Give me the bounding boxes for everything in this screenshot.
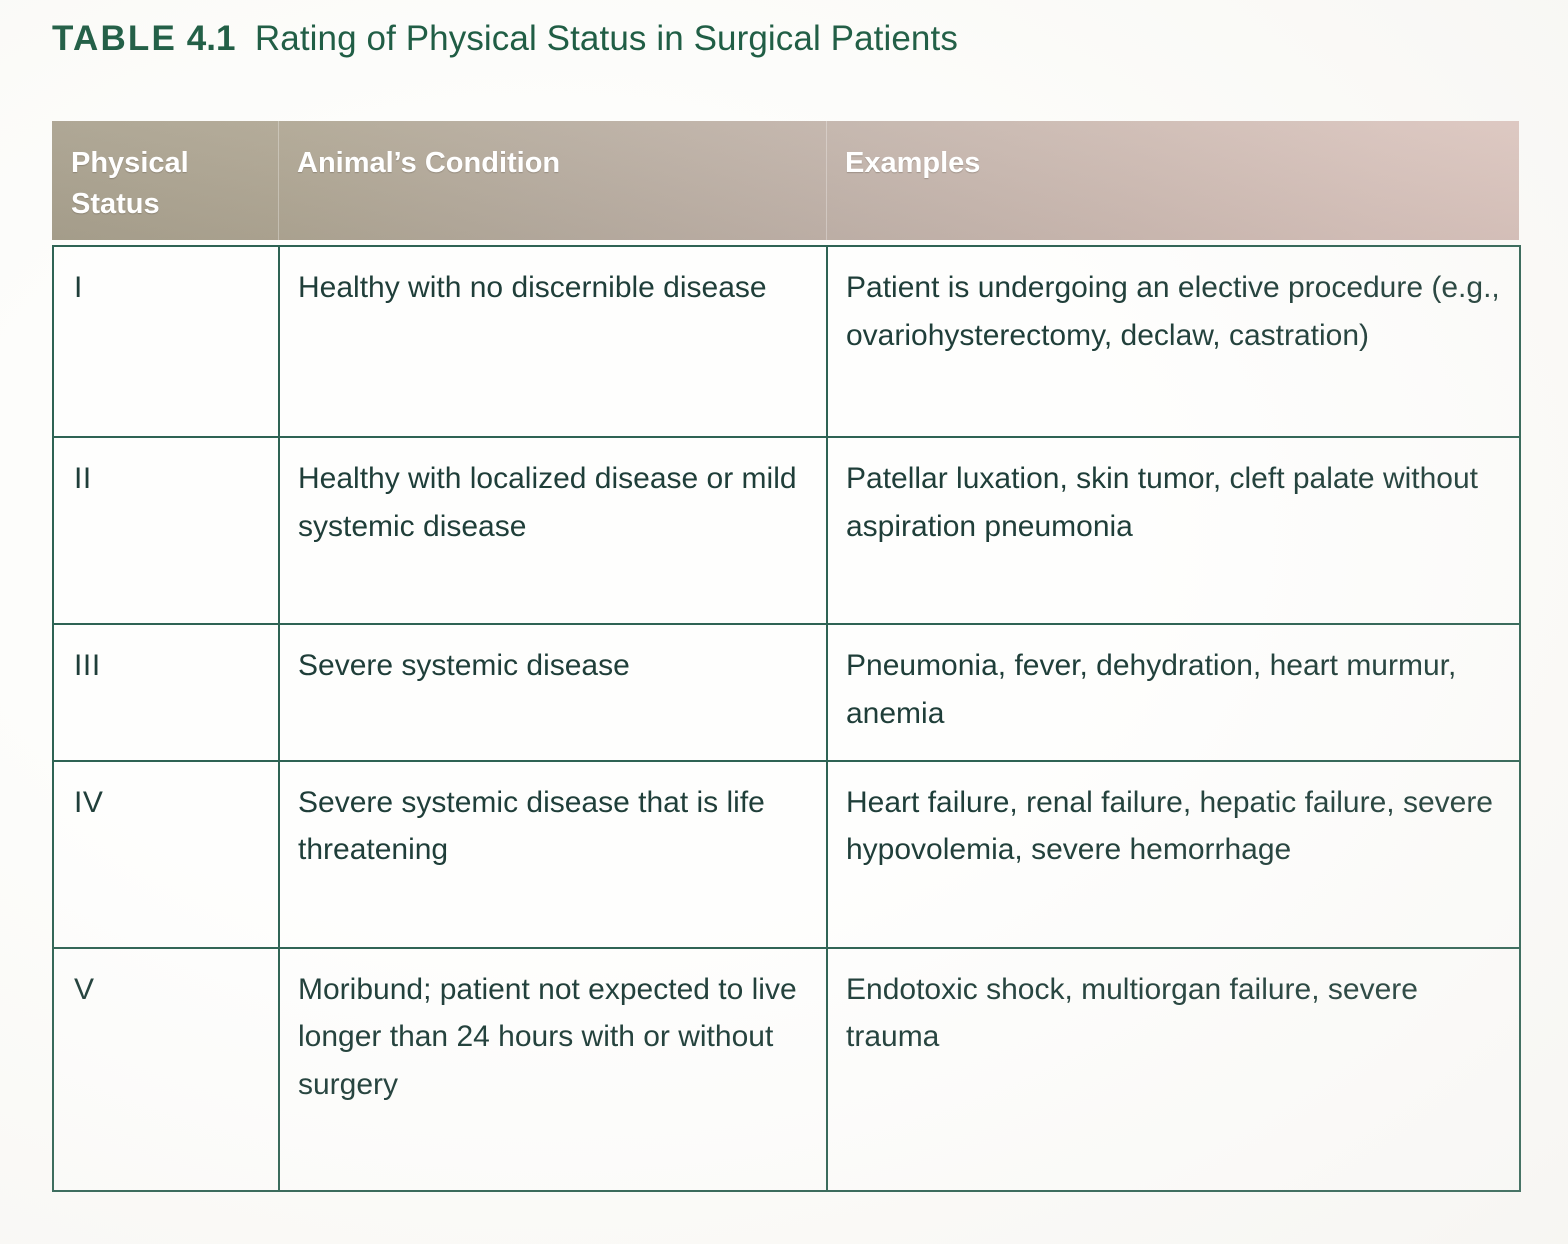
table-title-label: TABLE <box>52 19 178 58</box>
column-header-physical-status: Physical Status <box>71 147 189 221</box>
cell-condition: Moribund; patient not expected to live l… <box>278 946 828 1192</box>
cell-status: III <box>52 623 280 762</box>
cell-status: II <box>52 436 280 626</box>
header-column-separator-1 <box>278 121 279 240</box>
cell-condition: Severe systemic disease that is life thr… <box>278 759 828 949</box>
cell-examples: Heart failure, renal failure, hepatic fa… <box>826 759 1521 949</box>
cell-examples: Endotoxic shock, multiorgan failure, sev… <box>826 946 1521 1192</box>
table-row: IV Severe systemic disease that is life … <box>52 759 1521 949</box>
cell-status: IV <box>52 759 280 949</box>
cell-examples: Patellar luxation, skin tumor, cleft pal… <box>826 436 1521 626</box>
header-background-band <box>52 121 1519 240</box>
page-title: TABLE 4.1 Rating of Physical Status in S… <box>52 16 958 62</box>
table-body: I Healthy with no discernible disease Pa… <box>52 245 1521 1192</box>
cell-condition: Healthy with localized disease or mild s… <box>278 436 828 626</box>
cell-condition: Severe systemic disease <box>278 623 828 762</box>
table-row: I Healthy with no discernible disease Pa… <box>52 245 1521 439</box>
table-row: III Severe systemic disease Pneumonia, f… <box>52 623 1521 762</box>
table-title-number: 4.1 <box>186 19 236 58</box>
cell-condition: Healthy with no discernible disease <box>278 245 828 439</box>
cell-status: V <box>52 946 280 1192</box>
table-title-text: Rating of Physical Status in Surgical Pa… <box>254 19 958 58</box>
status-table-container: Physical Status Animal’s Condition Examp… <box>52 121 1521 1192</box>
table-row: V Moribund; patient not expected to live… <box>52 946 1521 1192</box>
physical-status-table: Physical Status Animal’s Condition Examp… <box>52 121 1521 1192</box>
table-header-row: Physical Status Animal’s Condition Examp… <box>53 121 1520 246</box>
cell-examples: Patient is undergoing an elective proced… <box>826 245 1521 439</box>
header-column-separator-2 <box>826 121 827 240</box>
cell-status: I <box>52 245 280 439</box>
column-header-animals-condition: Animal’s Condition <box>297 147 561 179</box>
column-header-examples: Examples <box>845 147 981 179</box>
cell-examples: Pneumonia, fever, dehydration, heart mur… <box>826 623 1521 762</box>
table-header: Physical Status Animal’s Condition Examp… <box>53 121 1520 246</box>
table-row: II Healthy with localized disease or mil… <box>52 436 1521 626</box>
